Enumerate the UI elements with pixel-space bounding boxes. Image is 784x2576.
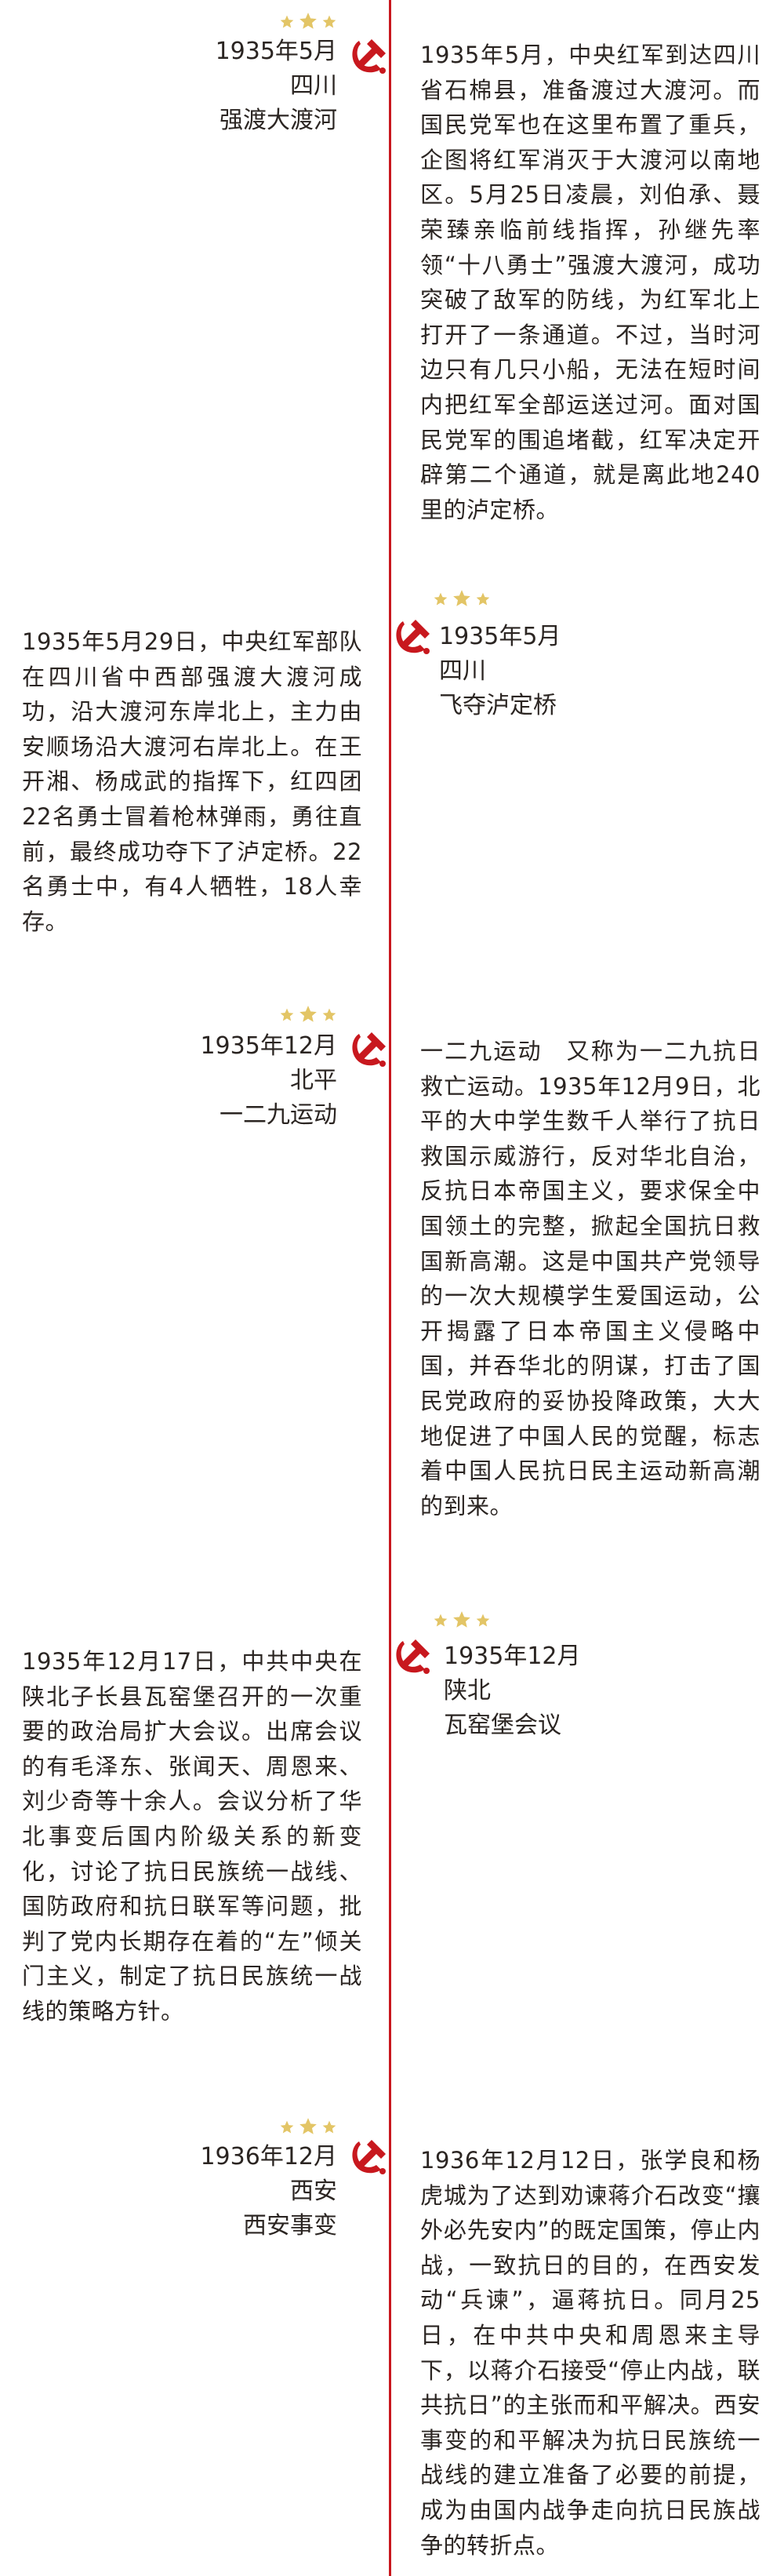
star-icon	[322, 1008, 336, 1021]
event-place: 北平	[290, 1067, 337, 1094]
event-title: 西安事变	[243, 2212, 337, 2239]
star-icon	[476, 592, 490, 606]
event-header: 1935年5月 四川 强渡大渡河	[216, 35, 337, 138]
stars-decoration	[431, 588, 502, 609]
event-title: 飞夺泸定桥	[439, 692, 557, 719]
event-date: 1936年12月	[200, 2143, 337, 2170]
party-emblem-icon	[396, 620, 430, 654]
event-title: 瓦窑堡会议	[444, 1712, 561, 1739]
event-title: 一二九运动	[220, 1101, 337, 1129]
star-icon	[280, 1008, 294, 1021]
party-emblem-icon	[396, 1639, 430, 1674]
star-icon	[280, 15, 294, 28]
event-description: 一二九运动 又称为一二九抗日救亡运动。1935年12月9日，北平的大中学生数千人…	[420, 1038, 760, 1519]
party-emblem-icon	[352, 2140, 386, 2174]
star-icon	[434, 1614, 448, 1627]
event-place: 四川	[290, 72, 337, 100]
event-description: 1935年5月29日，中央红军部队在四川省中西部强渡大渡河成功，沿大渡河东岸北上…	[22, 628, 362, 935]
star-icon	[476, 1614, 490, 1627]
event-date: 1935年5月	[439, 623, 561, 650]
event-title: 强渡大渡河	[220, 107, 337, 134]
event-date: 1935年12月	[444, 1643, 581, 1670]
stars-decoration	[431, 1610, 502, 1630]
stars-decoration	[278, 2116, 348, 2137]
star-icon	[299, 13, 317, 29]
stars-decoration	[278, 11, 348, 31]
star-icon	[434, 592, 448, 606]
star-icon	[299, 2118, 317, 2134]
party-emblem-icon	[352, 39, 386, 74]
event-date: 1935年5月	[215, 38, 337, 65]
event-date: 1935年12月	[200, 1032, 337, 1060]
event-place: 四川	[439, 657, 486, 685]
event-header: 1935年12月 北平 一二九运动	[200, 1029, 337, 1133]
star-icon	[280, 2120, 294, 2134]
event-place: 陕北	[444, 1677, 491, 1705]
star-icon	[453, 1611, 470, 1628]
star-icon	[322, 15, 336, 28]
party-emblem-icon	[352, 1032, 386, 1067]
timeline-line	[389, 0, 391, 2576]
event-header: 1935年5月 四川 飞夺泸定桥	[439, 620, 561, 723]
event-header: 1935年12月 陕北 瓦窑堡会议	[444, 1639, 581, 1743]
event-description: 1935年5月，中央红军到达四川省石棉县，准备渡过大渡河。而国民党军也在这里布置…	[420, 42, 760, 523]
event-header: 1936年12月 西安 西安事变	[200, 2140, 337, 2243]
event-description: 1936年12月12日，张学良和杨虎城为了达到劝谏蒋介石改变“攘外必先安内”的既…	[420, 2147, 760, 2559]
star-icon	[453, 590, 470, 606]
event-description: 1935年12月17日，中共中央在陕北子长县瓦窑堡召开的一次重要的政治局扩大会议…	[22, 1648, 362, 2025]
stars-decoration	[278, 1004, 348, 1024]
event-place: 西安	[290, 2178, 337, 2205]
star-icon	[322, 2120, 336, 2134]
star-icon	[299, 1006, 317, 1022]
